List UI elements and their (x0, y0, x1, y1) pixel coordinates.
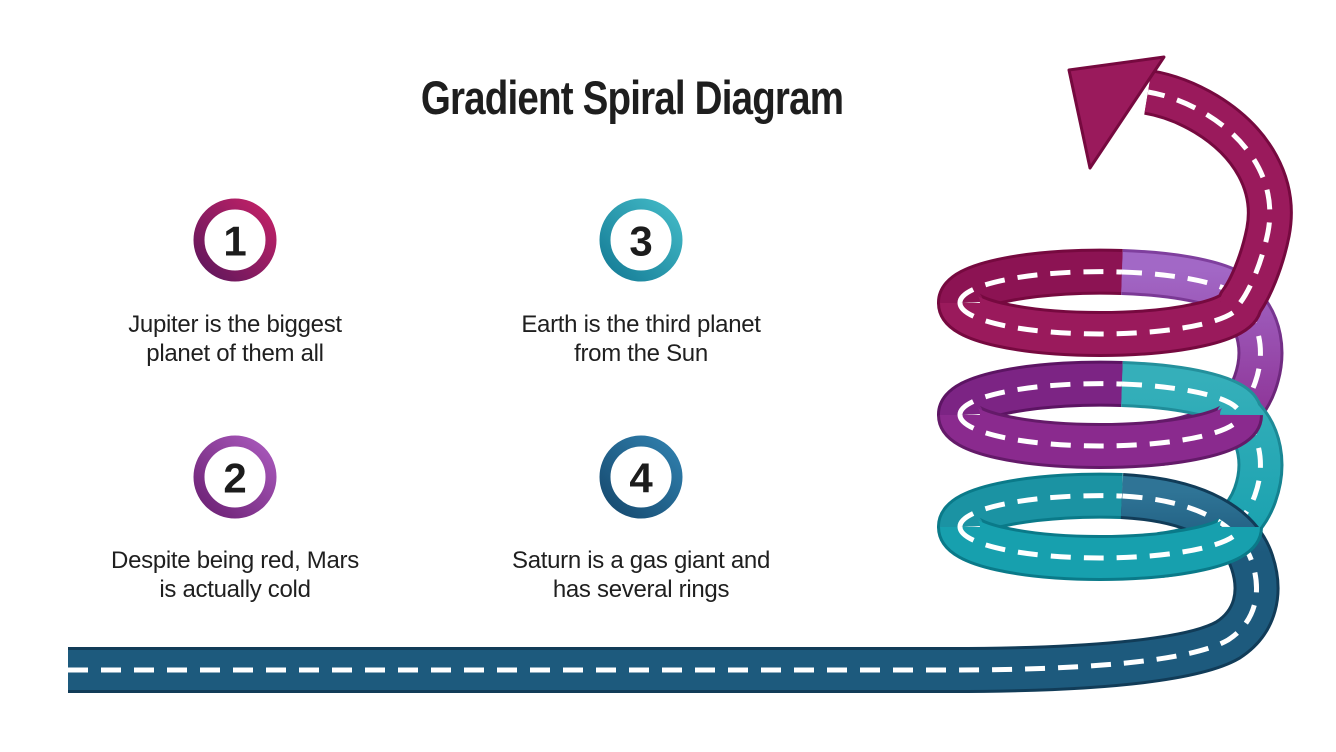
spiral-loop-crimson-back (937, 248, 1123, 314)
spiral-loop-teal-front (937, 516, 1263, 581)
step-1-text: Jupiter is the biggest planet of them al… (128, 311, 342, 367)
spiral-bottom-road-blue (68, 473, 1280, 693)
step-3-badge: 3 (599, 198, 683, 282)
step-1-badge: 1 (193, 198, 277, 282)
step-3-number: 3 (629, 218, 652, 265)
spiral-loop-crimson-front (937, 69, 1293, 357)
step-2-text: Despite being red, Mars is actually cold (111, 547, 359, 603)
spiral-loop-purple-front (937, 404, 1263, 469)
page-title: Gradient Spiral Diagram (420, 71, 844, 124)
arrow-icon (1067, 55, 1166, 170)
step-2-badge: 2 (193, 435, 277, 519)
step-4-text: Saturn is a gas giant and has several ri… (511, 547, 770, 603)
step-2-number: 2 (223, 455, 246, 502)
spiral-loop-teal-back (937, 472, 1123, 538)
step-4-number: 4 (629, 455, 653, 502)
step-1-number: 1 (223, 218, 246, 265)
step-3-text: Earth is the third planet from the Sun (521, 311, 761, 367)
step-4-badge: 4 (599, 435, 683, 519)
spiral-loop-purple-back (937, 360, 1123, 426)
